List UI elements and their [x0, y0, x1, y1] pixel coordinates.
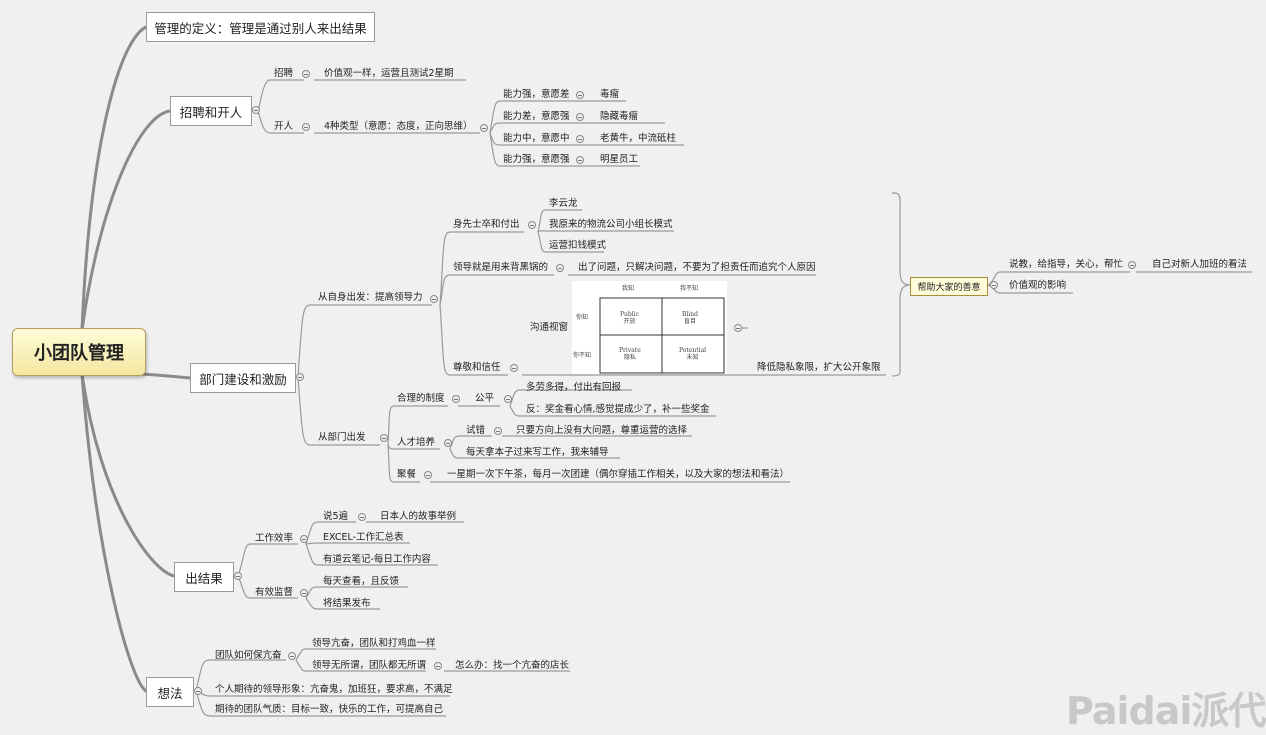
notebook-node[interactable]: 每天拿本子过来写工作，我来辅导 — [466, 447, 609, 458]
help-callout[interactable]: 帮助大家的善意 — [910, 277, 988, 296]
collapse-toggle-icon[interactable] — [194, 687, 202, 695]
sup-item[interactable]: 每天查看，且反馈 — [323, 576, 400, 587]
watermark-logo: Paidai派代 — [1066, 689, 1266, 733]
sup-item[interactable]: 将结果发布 — [323, 598, 371, 609]
type-label[interactable]: 老黄牛，中流砥柱 — [600, 133, 677, 144]
collapse-toggle-icon[interactable] — [434, 662, 442, 670]
temper-node[interactable]: 期待的团队气质：目标一致，快乐的工作，可提高自己 — [215, 704, 444, 715]
johari-grid — [599, 297, 725, 374]
root-node[interactable]: 小团队管理 — [12, 328, 146, 376]
collapse-toggle-icon[interactable] — [528, 221, 536, 229]
branch-hiring[interactable]: 招聘和开人 — [170, 96, 252, 126]
collapse-toggle-icon[interactable] — [576, 91, 584, 99]
supervise-node[interactable]: 有效监督 — [255, 587, 294, 598]
system-node[interactable]: 合理的制度 — [397, 393, 445, 404]
help-note[interactable]: 自己对新人加班的看法 — [1152, 259, 1248, 270]
johari-left-bottom: 你不知 — [573, 352, 592, 359]
branch-ideas[interactable]: 想法 — [146, 677, 194, 707]
collapse-toggle-icon[interactable] — [252, 106, 260, 114]
johari-label[interactable]: 沟通视窗 — [530, 322, 569, 333]
blame-note[interactable]: 出了问题，只解决问题，不要为了担责任而追究个人原因 — [578, 262, 816, 273]
collapse-toggle-icon[interactable] — [302, 123, 310, 131]
collapse-toggle-icon[interactable] — [430, 295, 438, 303]
gather-node[interactable]: 聚餐 — [397, 469, 417, 480]
collapse-toggle-icon[interactable] — [358, 513, 366, 521]
collapse-toggle-icon[interactable] — [300, 589, 308, 597]
fair-item[interactable]: 反：奖金看心情,感觉提成少了，补一些奖金 — [526, 404, 710, 415]
wolf-note[interactable]: 怎么办：找一个亢奋的店长 — [455, 660, 570, 671]
type-desc[interactable]: 能力中，意愿中 — [503, 133, 570, 144]
branch-dept[interactable]: 部门建设和激励 — [190, 363, 296, 393]
wolf-node[interactable]: 团队如何保亢奋 — [215, 650, 282, 661]
efficiency-node[interactable]: 工作效率 — [255, 533, 294, 544]
collapse-toggle-icon[interactable] — [734, 324, 742, 332]
collapse-toggle-icon[interactable] — [510, 364, 518, 372]
fair-node[interactable]: 公平 — [475, 393, 495, 404]
type-desc[interactable]: 能力强，意愿强 — [503, 154, 570, 165]
collapse-toggle-icon[interactable] — [300, 535, 308, 543]
collapse-toggle-icon[interactable] — [480, 124, 488, 132]
lead-by-example[interactable]: 身先士卒和付出 — [453, 219, 520, 230]
dept-team[interactable]: 从部门出发 — [318, 432, 366, 443]
hiring-recruit[interactable]: 招聘 — [274, 68, 294, 79]
gather-note[interactable]: 一星期一次下午茶，每月一次团建（偶尔穿插工作相关，以及大家的想法和看法） — [447, 469, 790, 480]
branch-definition[interactable]: 管理的定义：管理是通过别人来出结果 — [146, 12, 375, 42]
collapse-toggle-icon[interactable] — [444, 439, 452, 447]
collapse-toggle-icon[interactable] — [452, 395, 460, 403]
hiring-fire[interactable]: 开人 — [274, 121, 294, 132]
type-label[interactable]: 明星员工 — [600, 154, 639, 165]
trial-node[interactable]: 试错 — [466, 425, 486, 436]
collapse-toggle-icon[interactable] — [1128, 261, 1136, 269]
fair-item[interactable]: 多劳多得，付出有回报 — [526, 382, 622, 393]
johari-top-left: 我知 — [622, 285, 635, 292]
eff-item[interactable]: EXCEL-工作汇总表 — [323, 532, 404, 543]
dept-self[interactable]: 从自身出发：提高领导力 — [318, 292, 423, 303]
collapse-toggle-icon[interactable] — [504, 395, 512, 403]
help-item[interactable]: 价值观的影响 — [1009, 280, 1067, 291]
reduce-node[interactable]: 降低隐私象限，扩大公开象限 — [757, 362, 881, 373]
trial-note[interactable]: 只要方向上没有大问题，尊重运营的选择 — [516, 425, 688, 436]
type-label[interactable]: 毒瘤 — [600, 89, 620, 100]
talent-node[interactable]: 人才培养 — [397, 437, 436, 448]
eff-item[interactable]: 说5遍 — [323, 511, 349, 522]
wolf-item[interactable]: 领导无所谓，团队都无所谓 — [312, 660, 427, 671]
type-desc[interactable]: 能力差，意愿强 — [503, 111, 570, 122]
johari-top-right: 我不知 — [680, 285, 699, 292]
example-item[interactable]: 我原来的物流公司小组长模式 — [549, 219, 673, 230]
johari-left-top: 你知 — [576, 314, 589, 321]
help-item[interactable]: 说教，给指导，关心，帮忙 — [1009, 259, 1124, 270]
collapse-toggle-icon[interactable] — [302, 70, 310, 78]
collapse-toggle-icon[interactable] — [234, 572, 242, 580]
collapse-toggle-icon[interactable] — [576, 135, 584, 143]
example-item[interactable]: 李云龙 — [549, 198, 578, 209]
collapse-toggle-icon[interactable] — [494, 427, 502, 435]
collapse-toggle-icon[interactable] — [296, 373, 304, 381]
image-node[interactable]: 个人期待的领导形象：亢奋鬼，加班狂，要求高，不满足 — [215, 684, 453, 695]
type-desc[interactable]: 能力强，意愿差 — [503, 89, 570, 100]
collapse-toggle-icon[interactable] — [990, 281, 998, 289]
collapse-toggle-icon[interactable] — [556, 264, 564, 272]
collapse-toggle-icon[interactable] — [380, 434, 388, 442]
wolf-item[interactable]: 领导亢奋，团队和打鸡血一样 — [312, 638, 436, 649]
type-label[interactable]: 隐藏毒瘤 — [600, 111, 639, 122]
respect-node[interactable]: 尊敬和信任 — [453, 362, 501, 373]
fire-types[interactable]: 4种类型（意愿：态度，正向思维） — [324, 121, 473, 132]
collapse-toggle-icon[interactable] — [288, 652, 296, 660]
collapse-toggle-icon[interactable] — [576, 156, 584, 164]
eff-item[interactable]: 有道云笔记-每日工作内容 — [323, 554, 431, 565]
eff-note[interactable]: 日本人的故事举例 — [380, 511, 457, 522]
example-item[interactable]: 运营扣钱模式 — [549, 240, 607, 251]
collapse-toggle-icon[interactable] — [424, 471, 432, 479]
blame-node[interactable]: 领导就是用来背黑锅的 — [453, 262, 549, 273]
recruit-note[interactable]: 价值观一样，运营且测试2星期 — [324, 68, 454, 79]
branch-results[interactable]: 出结果 — [174, 562, 234, 592]
collapse-toggle-icon[interactable] — [576, 113, 584, 121]
